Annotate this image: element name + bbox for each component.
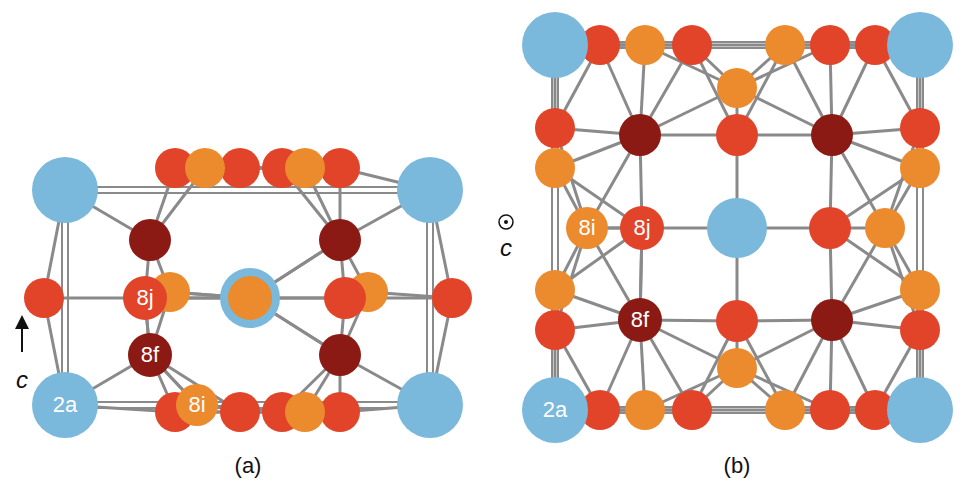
atom-2a: 2a (32, 372, 98, 438)
site-label: 2a (543, 397, 567, 423)
bond-line (608, 227, 620, 230)
site-label: 8i (188, 392, 205, 418)
axis-arrow (21, 322, 23, 352)
bond-line (147, 320, 148, 333)
axis-label: c (500, 234, 512, 262)
atom-8j: 8j (620, 206, 664, 250)
site-label: 8j (136, 285, 153, 311)
atom-8i: 8i (566, 207, 608, 249)
bond-line (640, 250, 641, 298)
atom-8i: 8i (176, 384, 218, 426)
bond-lines (44, 168, 452, 412)
atom-8j: 8j (123, 276, 167, 320)
atom-8f: 8f (618, 298, 662, 342)
atom-2a: 2a (522, 377, 588, 443)
atom-8f: 8f (128, 333, 172, 377)
site-label: 8j (633, 215, 650, 241)
bond-line (165, 371, 183, 390)
site-label: 8f (141, 342, 159, 368)
site-label: 8f (631, 307, 649, 333)
site-label: 2a (53, 392, 77, 418)
atoms-panel-a (24, 148, 472, 438)
axis-out-of-plane-symbol (499, 215, 513, 229)
unit-cell-frame (62, 42, 923, 413)
panel-label: (a) (235, 453, 262, 479)
bond-lines (555, 45, 920, 410)
site-label: 8i (578, 215, 595, 241)
panel-label: (b) (724, 453, 751, 479)
axis-label: c (16, 366, 28, 394)
atoms-panel-b (522, 12, 953, 443)
